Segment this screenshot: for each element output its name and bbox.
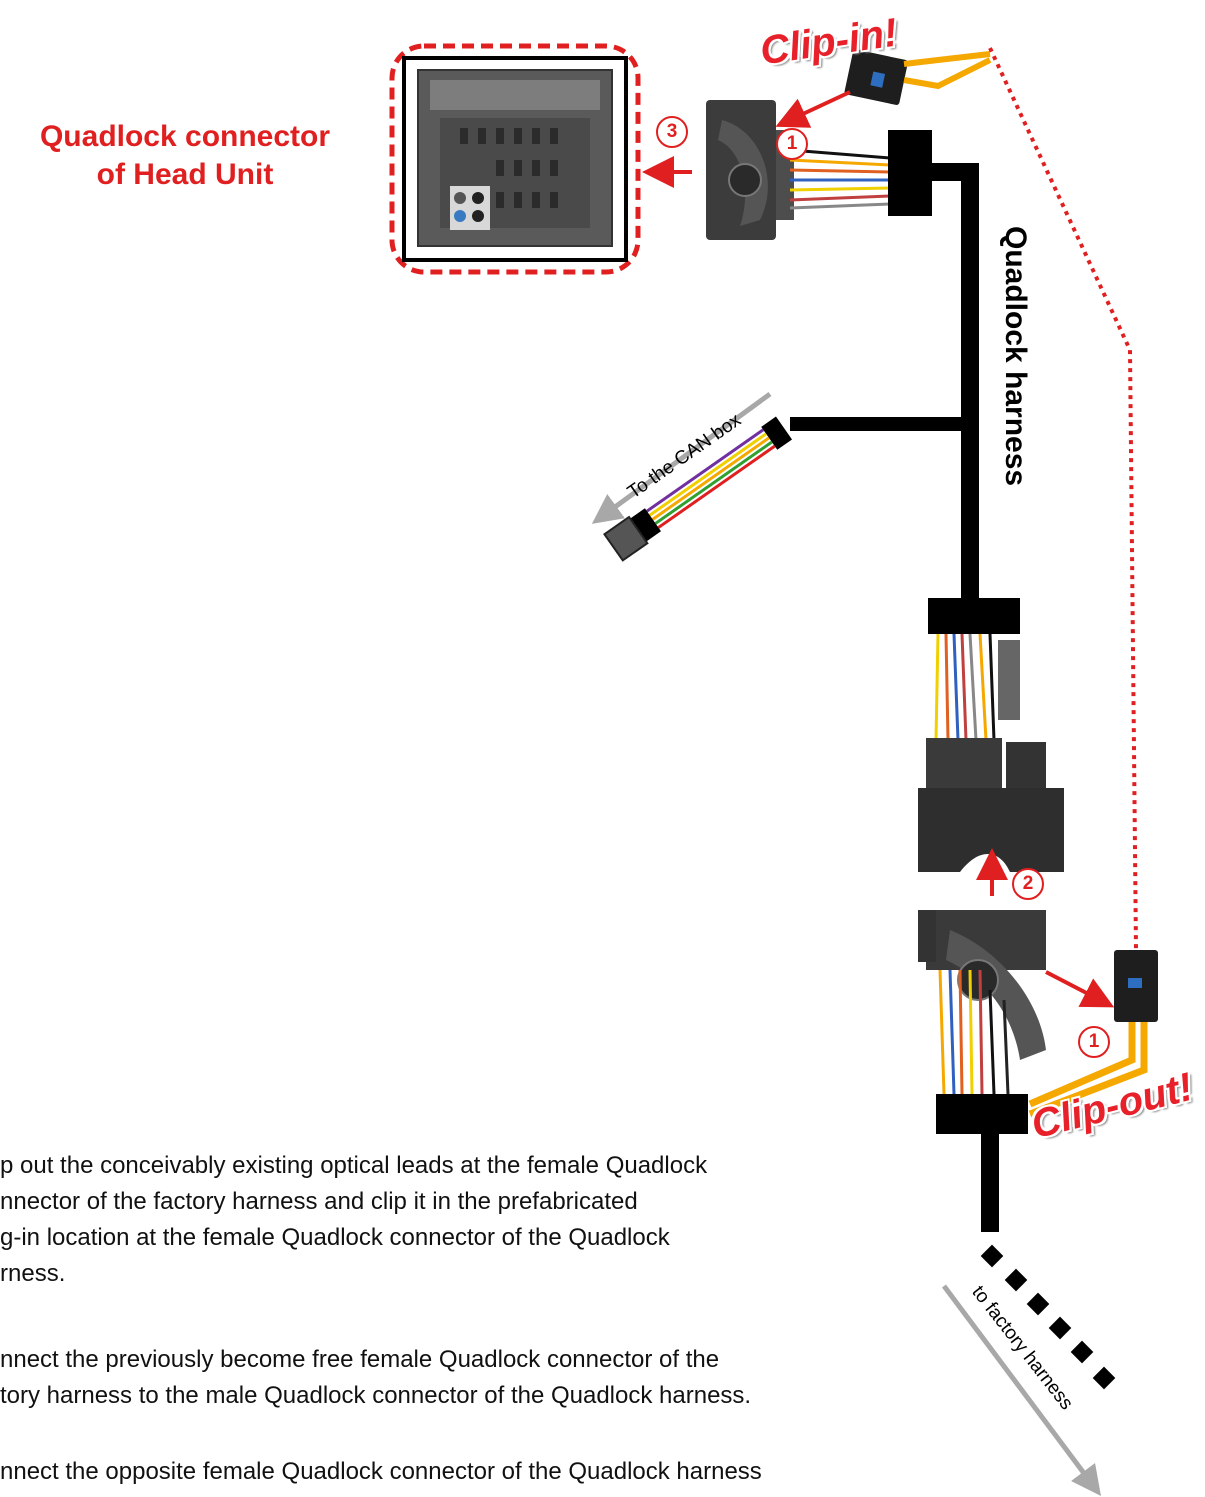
- harness-cable: [932, 163, 979, 600]
- sleeve-middle: [928, 598, 1020, 634]
- step-two-badge: 2: [1012, 868, 1044, 900]
- factory-arrow: [941, 1284, 1101, 1497]
- sleeve-top: [888, 130, 932, 216]
- head-unit-label-line1: Quadlock connector: [39, 120, 331, 153]
- head-unit-connector-label: Quadlock connector of Head Unit: [10, 118, 360, 194]
- instruction-step-2: nnect the previously become free female …: [0, 1346, 752, 1409]
- wires-bottom: [938, 969, 1010, 1095]
- quadlock-harness-label: Quadlock harness: [999, 226, 1032, 487]
- optical-route-dotted: [988, 47, 1138, 951]
- can-box-lead: [591, 391, 793, 562]
- instruction-step-1: p out the conceivably existing optical l…: [0, 1152, 708, 1287]
- step-one-top-badge: 1: [776, 128, 808, 160]
- head-unit-label-line2: of Head Unit: [96, 158, 274, 191]
- optical-leads-top: [903, 51, 992, 90]
- step-three-badge: 3: [656, 116, 688, 148]
- sleeve-bottom: [936, 1094, 1028, 1134]
- factory-dashes: [980, 1244, 1116, 1390]
- optical-leads-bottom: [1028, 1022, 1148, 1118]
- arrow-step-one-top: [775, 90, 851, 128]
- arrow-step-one-bottom: [1045, 970, 1115, 1008]
- factory-female-connector: [918, 910, 1046, 1060]
- harness-male-connector: [918, 738, 1064, 872]
- wires-top: [789, 148, 891, 210]
- head-unit-connector: [389, 43, 641, 275]
- wires-middle: [934, 633, 1020, 741]
- optical-connector-bottom: [1114, 950, 1158, 1022]
- instruction-step-3: nnect the opposite female Quadlock conne…: [0, 1458, 762, 1485]
- optical-connector-top: [844, 49, 908, 105]
- step-one-bottom-badge: 1: [1078, 1026, 1110, 1058]
- harness-top-connector: [706, 100, 794, 240]
